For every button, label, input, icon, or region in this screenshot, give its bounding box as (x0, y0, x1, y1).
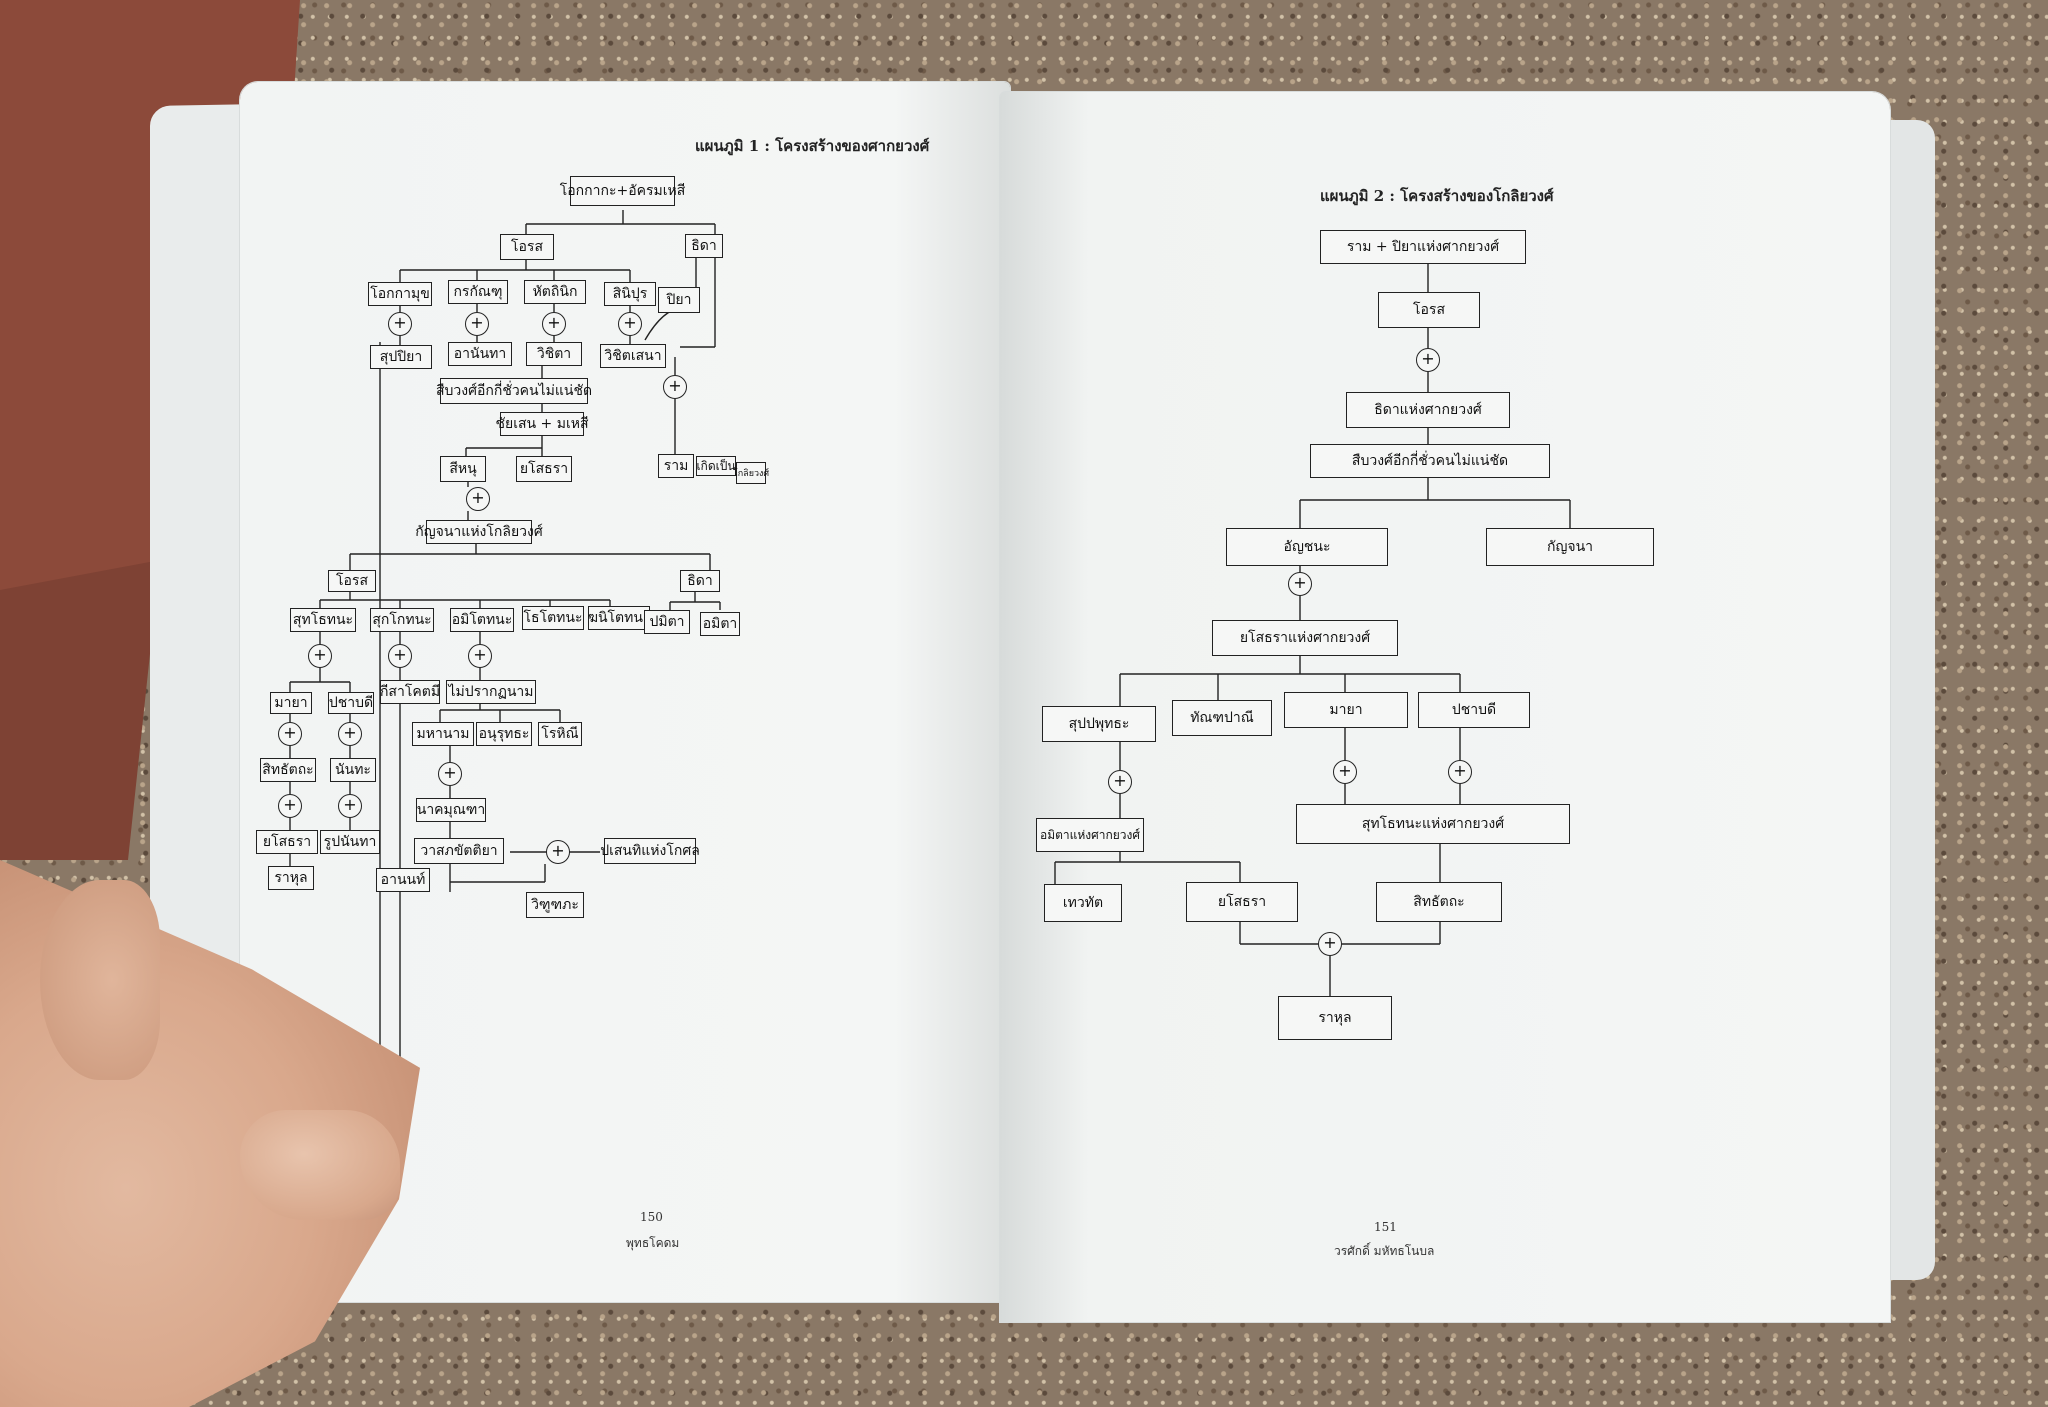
plus-icon: + (618, 312, 642, 336)
box-orot: โอรส (328, 570, 376, 592)
plus-icon: + (308, 644, 332, 668)
plus-icon: + (1448, 760, 1472, 784)
box-amita: อมิตา (700, 612, 740, 636)
box-hatthinik: หัตถินิก (524, 280, 586, 304)
plus-icon: + (438, 762, 462, 786)
box-rahula: ราหุล (268, 866, 314, 890)
page-footer: พุทธโคดม (626, 1236, 680, 1250)
box-dhotodana: โธโตทนะ (522, 606, 584, 630)
box-vidudabha: วิฑูฑภะ (526, 892, 584, 918)
box-thida: ธิดา (685, 234, 723, 258)
box-kanchana: กัญจนา (1486, 528, 1654, 566)
box-amita: อมิตาแห่งศากยวงศ์ (1036, 818, 1144, 852)
plus-icon: + (278, 722, 302, 746)
box-karakanthu: กรกัณฑุ (448, 280, 508, 304)
box-pamita: ปมิตา (644, 610, 690, 634)
plus-icon: + (388, 312, 412, 336)
box-kanchana: กัญจนาแห่งโกลิยวงศ์ (415, 520, 543, 544)
page-title: แผนภูมิ 2 : โครงสร้างของโกลิยวงศ์ (1320, 187, 1554, 205)
box-ghanitodana: ฆนิโตทนะ (588, 606, 650, 630)
plus-icon: + (1288, 572, 1312, 596)
box-chaisena: ชัยเสน + มเหสี (495, 412, 589, 436)
box-pajapati: ปชาบดี (1418, 692, 1530, 728)
plus-icon: + (663, 375, 687, 399)
box-ananda: อานนท์ (376, 868, 430, 892)
plus-icon: + (1318, 932, 1342, 956)
plus-icon: + (388, 644, 412, 668)
right-page: แผนภูมิ 2 : โครงสร้างของโกลิยวงศ์ (1000, 92, 1890, 1322)
box-kisagotami: กีสาโคตมี (380, 680, 440, 704)
box-amitodana: อมิโตทนะ (450, 608, 514, 632)
plus-icon: + (338, 722, 362, 746)
box-rohini: โรหิณี (538, 722, 582, 746)
tree-connector-lines (289, 210, 738, 1182)
box-okkaka: โอกกากะ+อัครมเหสี (560, 176, 685, 206)
box-generations: สืบวงศ์อีกกี่ชั่วคนไม่แน่ชัด (1310, 444, 1550, 478)
plus-icon: + (1333, 760, 1357, 784)
box-piya: ปิยา (658, 287, 700, 313)
box-anuruddha: อนุรุทธะ (476, 722, 532, 746)
box-siddhattha: สิทธัตถะ (1376, 882, 1502, 922)
box-maya: มายา (1284, 692, 1408, 728)
box-generations: สืบวงศ์อีกกี่ชั่วคนไม่แน่ชัด (436, 378, 592, 404)
box-suddhodana: สุทโธทนะแห่งศากยวงศ์ (1296, 804, 1570, 844)
box-unknown: ไม่ปรากฏนาม (446, 680, 536, 704)
plus-icon: + (1416, 348, 1440, 372)
page-number: 150 (640, 1210, 663, 1224)
box-thida: ธิดา (680, 570, 720, 592)
box-yasodhara: ยโสธรา (256, 830, 318, 854)
page-title: แผนภูมิ 1 : โครงสร้างของศากยวงศ์ (695, 137, 930, 155)
box-pajapati: ปชาบดี (328, 692, 374, 714)
box-ram: ราม (658, 454, 694, 478)
plus-icon: + (542, 312, 566, 336)
box-koliya: โกลิยวงศ์ (733, 462, 769, 484)
box-maya: มายา (270, 692, 312, 714)
box-sinipura: สินิปุร (604, 282, 656, 306)
box-suddhodana: สุทโธทนะ (290, 608, 356, 632)
box-dandapani: ทัณฑปาณี (1172, 700, 1272, 736)
box-anjana: อัญชนะ (1226, 528, 1388, 566)
plus-icon: + (468, 644, 492, 668)
box-vasabha: วาสภขัตติยา (414, 838, 504, 864)
box-yasodhara: ยโสธรา (516, 456, 572, 482)
plus-icon: + (278, 794, 302, 818)
box-mahanama: มหานาม (412, 722, 474, 746)
page-number: 151 (1374, 1220, 1397, 1234)
page-footer: วรศักดิ์ มหัทธโนบล (1334, 1244, 1435, 1258)
box-ananta: อานันทา (448, 342, 512, 366)
box-vijita: วิชิตา (526, 342, 582, 366)
box-yasodhara: ยโสธราแห่งศากยวงศ์ (1212, 620, 1398, 656)
box-sihanu: สีหนุ (440, 456, 486, 482)
box-suppabuddha: สุปปพุทธะ (1042, 706, 1156, 742)
hand-thumb (240, 1110, 400, 1220)
box-vijitasena: วิชิตเสนา (600, 344, 666, 368)
box-siddhattha: สิทธัตถะ (260, 758, 316, 782)
box-okamukha: โอกกามุข (368, 282, 432, 306)
box-orot: โอรส (500, 234, 554, 260)
hand-finger (40, 880, 160, 1080)
box-sukkodana: สุกโกทนะ (370, 608, 434, 632)
box-nanda: นันทะ (330, 758, 376, 782)
box-suppiya: สุปปิยา (370, 345, 432, 369)
left-page: แผนภูมิ 1 : โครงสร้างของศากยวงศ์ (240, 82, 1010, 1302)
box-born-as: เกิดเป็น (696, 456, 736, 476)
floor-tile (0, 560, 160, 860)
box-rupananda: รูปนันทา (320, 830, 380, 854)
box-yasodhara: ยโสธรา (1186, 882, 1298, 922)
box-thida: ธิดาแห่งศากยวงศ์ (1346, 392, 1510, 428)
box-devadatta: เทวทัต (1044, 884, 1122, 922)
box-orot: โอรส (1378, 292, 1480, 328)
plus-icon: + (466, 487, 490, 511)
plus-icon: + (465, 312, 489, 336)
box-rahula: ราหุล (1278, 996, 1392, 1040)
plus-icon: + (338, 794, 362, 818)
box-nagamunda: นาคมุณฑา (416, 798, 486, 822)
box-ram-piya: ราม + ปิยาแห่งศากยวงศ์ (1320, 230, 1526, 264)
box-pasenadi: ปเสนทิแห่งโกศล (600, 838, 700, 864)
plus-icon: + (1108, 770, 1132, 794)
plus-icon: + (546, 840, 570, 864)
